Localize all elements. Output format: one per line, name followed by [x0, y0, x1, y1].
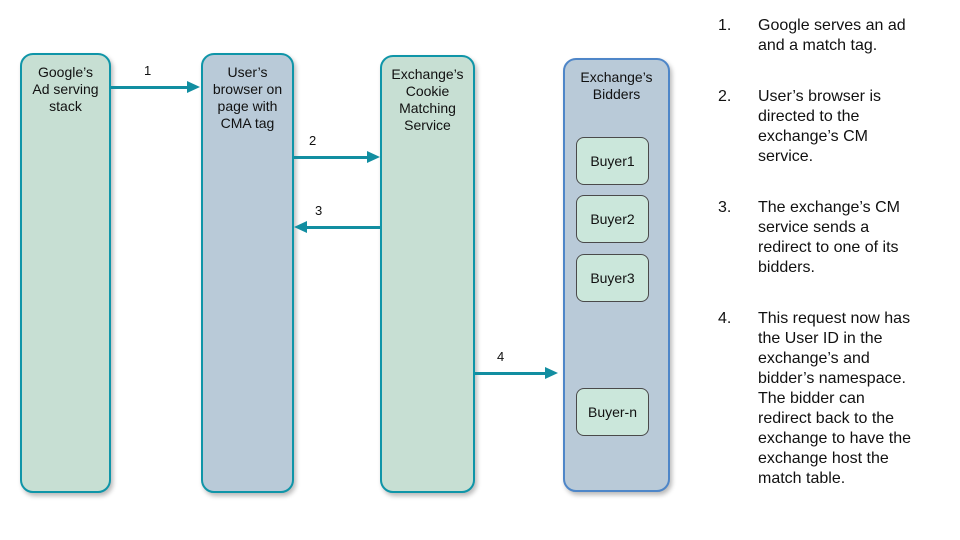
arrow-head-right-icon — [545, 367, 558, 379]
step-3-number: 3. — [718, 199, 732, 216]
node-google-title: Google’s Ad serving stack — [32, 64, 99, 114]
node-browser-title: User’s browser on page with CMA tag — [212, 64, 283, 131]
arrow-head-left-icon — [294, 221, 307, 233]
buyer-3-box: Buyer3 — [576, 254, 649, 302]
flow-arrow-1-label: 1 — [144, 63, 152, 78]
step-1-text: Google serves an ad and a match tag. — [758, 17, 906, 54]
arrow-head-right-icon — [187, 81, 200, 93]
step-4-text: This request now has the User ID in the … — [758, 310, 912, 487]
flow-arrow-4-label: 4 — [497, 349, 505, 364]
arrow-line — [475, 371, 549, 375]
node-exchanges-bidders: Exchange’s Bidders Buyer1 Buyer2 Buyer3 … — [563, 58, 670, 492]
buyer-2-box: Buyer2 — [576, 195, 649, 243]
node-google-ad-serving-stack: Google’s Ad serving stack — [20, 53, 111, 493]
buyer-1-box: Buyer1 — [576, 137, 649, 185]
step-item-1: 1. Google serves an ad and a match tag. — [718, 16, 954, 56]
buyer-1-label: Buyer1 — [590, 153, 635, 169]
node-bidders-title: Exchange’s Bidders — [580, 69, 653, 102]
arrow-line — [294, 155, 371, 159]
step-1-number: 1. — [718, 17, 732, 34]
step-2-text: User’s browser is directed to the exchan… — [758, 88, 881, 165]
node-cookie-matching-service: Exchange’s Cookie Matching Service — [380, 55, 475, 493]
step-2-number: 2. — [718, 88, 732, 105]
step-item-4: 4. This request now has the User ID in t… — [718, 309, 954, 489]
arrow-line — [303, 225, 380, 229]
arrow-head-right-icon — [367, 151, 380, 163]
node-users-browser: User’s browser on page with CMA tag — [201, 53, 294, 493]
step-3-text: The exchange’s CM service sends a redire… — [758, 199, 900, 276]
buyer-2-label: Buyer2 — [590, 211, 635, 227]
step-item-2: 2. User’s browser is directed to the exc… — [718, 87, 954, 167]
step-item-3: 3. The exchange’s CM service sends a red… — [718, 198, 954, 278]
flow-arrow-2-label: 2 — [309, 133, 317, 148]
buyer-n-label: Buyer-n — [587, 404, 638, 420]
buyer-n-box: Buyer-n — [576, 388, 649, 436]
buyer-3-label: Buyer3 — [590, 270, 635, 286]
node-cm-title: Exchange’s Cookie Matching Service — [391, 66, 464, 133]
steps-list: 1. Google serves an ad and a match tag. … — [718, 16, 954, 520]
step-4-number: 4. — [718, 310, 732, 327]
arrow-line — [111, 85, 191, 89]
flow-arrow-3-label: 3 — [315, 203, 323, 218]
